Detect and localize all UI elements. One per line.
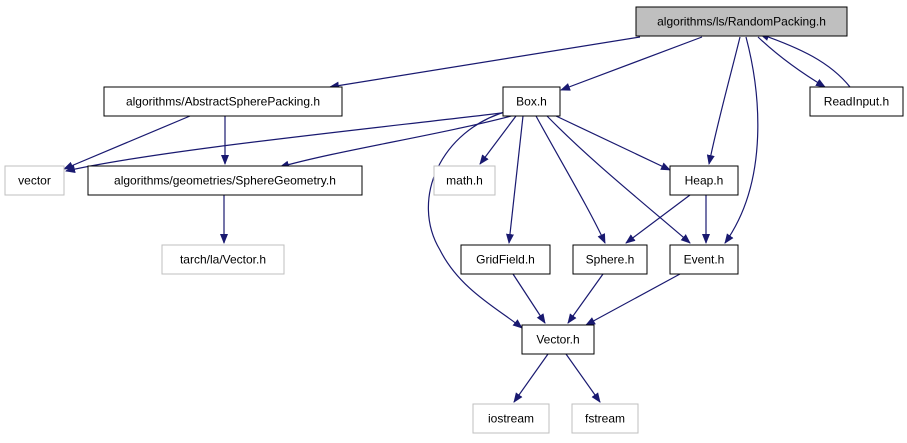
node-fstream: fstream — [571, 403, 639, 434]
edge-readinput-to-root — [759, 33, 851, 88]
edge-box-to-sphere — [535, 115, 606, 244]
node-gridfield[interactable]: GridField.h — [460, 244, 551, 275]
node-box-heap — [669, 165, 739, 196]
node-vectorh[interactable]: Vector.h — [521, 324, 595, 355]
node-label-sphere: Sphere.h — [586, 253, 635, 267]
node-label-heap: Heap.h — [685, 174, 724, 188]
node-box-gridfield — [460, 244, 551, 275]
edge-root-to-readinput — [757, 36, 826, 88]
edge-vectorh-to-iostream — [513, 353, 549, 403]
node-heap[interactable]: Heap.h — [669, 165, 739, 196]
node-box-readinput — [809, 86, 904, 117]
edge-box-to-math — [479, 115, 517, 165]
node-box-tarch — [161, 244, 285, 275]
node-iostream: iostream — [472, 403, 550, 434]
node-root[interactable]: algorithms/ls/RandomPacking.h — [635, 6, 848, 37]
edge-gridfield-to-vectorh — [512, 273, 546, 324]
edge-box-to-vectorh — [427, 110, 523, 329]
edge-event-to-vectorh — [585, 273, 681, 326]
node-box-iostream — [472, 403, 550, 434]
edge-root-to-event — [724, 36, 759, 244]
edge-box-to-vector — [65, 111, 511, 173]
node-event[interactable]: Event.h — [669, 244, 739, 275]
edge-root-to-heap — [706, 36, 741, 165]
node-label-readinput: ReadInput.h — [824, 95, 889, 109]
node-box-box — [502, 86, 561, 117]
node-label-tarch: tarch/la/Vector.h — [180, 253, 266, 267]
node-label-vectorh: Vector.h — [536, 333, 579, 347]
node-box-math — [433, 165, 496, 196]
edge-box-to-heap — [555, 115, 671, 171]
nodes-layer: algorithms/ls/RandomPacking.h algorithms/… — [4, 6, 904, 434]
node-label-iostream: iostream — [488, 412, 534, 426]
edges-layer — [63, 33, 851, 403]
edge-root-to-box — [560, 36, 703, 91]
edge-sphere-to-vectorh — [567, 273, 604, 324]
node-spheregeom[interactable]: algorithms/geometries/SphereGeometry.h — [87, 165, 363, 196]
node-sphere[interactable]: Sphere.h — [572, 244, 648, 275]
edge-abstract-to-vector — [63, 115, 191, 170]
edge-box-to-event — [546, 115, 691, 244]
node-box-event — [669, 244, 739, 275]
node-label-box: Box.h — [516, 95, 547, 109]
node-box[interactable]: Box.h — [502, 86, 561, 117]
node-label-gridfield: GridField.h — [476, 253, 535, 267]
node-box-fstream — [571, 403, 639, 434]
node-label-vector: vector — [18, 174, 51, 188]
node-tarch: tarch/la/Vector.h — [161, 244, 285, 275]
node-box-abstract — [103, 86, 343, 117]
node-math: math.h — [433, 165, 496, 196]
node-box-sphere — [572, 244, 648, 275]
edge-vectorh-to-fstream — [565, 353, 601, 403]
edge-box-to-spheregeom — [279, 114, 516, 169]
node-label-event: Event.h — [684, 253, 725, 267]
node-label-math: math.h — [446, 174, 483, 188]
node-readinput[interactable]: ReadInput.h — [809, 86, 904, 117]
edge-box-to-gridfield — [506, 115, 524, 244]
node-box-spheregeom — [87, 165, 363, 196]
node-box-root — [635, 6, 848, 37]
node-vector: vector — [4, 165, 65, 196]
edge-root-to-abstract — [329, 36, 641, 90]
node-label-root: algorithms/ls/RandomPacking.h — [657, 15, 826, 29]
node-label-abstract: algorithms/AbstractSpherePacking.h — [126, 95, 320, 109]
node-box-vectorh — [521, 324, 595, 355]
node-label-fstream: fstream — [585, 412, 625, 426]
edge-heap-to-sphere — [625, 194, 691, 244]
node-box-vector — [4, 165, 65, 196]
node-abstract[interactable]: algorithms/AbstractSpherePacking.h — [103, 86, 343, 117]
node-label-spheregeom: algorithms/geometries/SphereGeometry.h — [114, 174, 336, 188]
